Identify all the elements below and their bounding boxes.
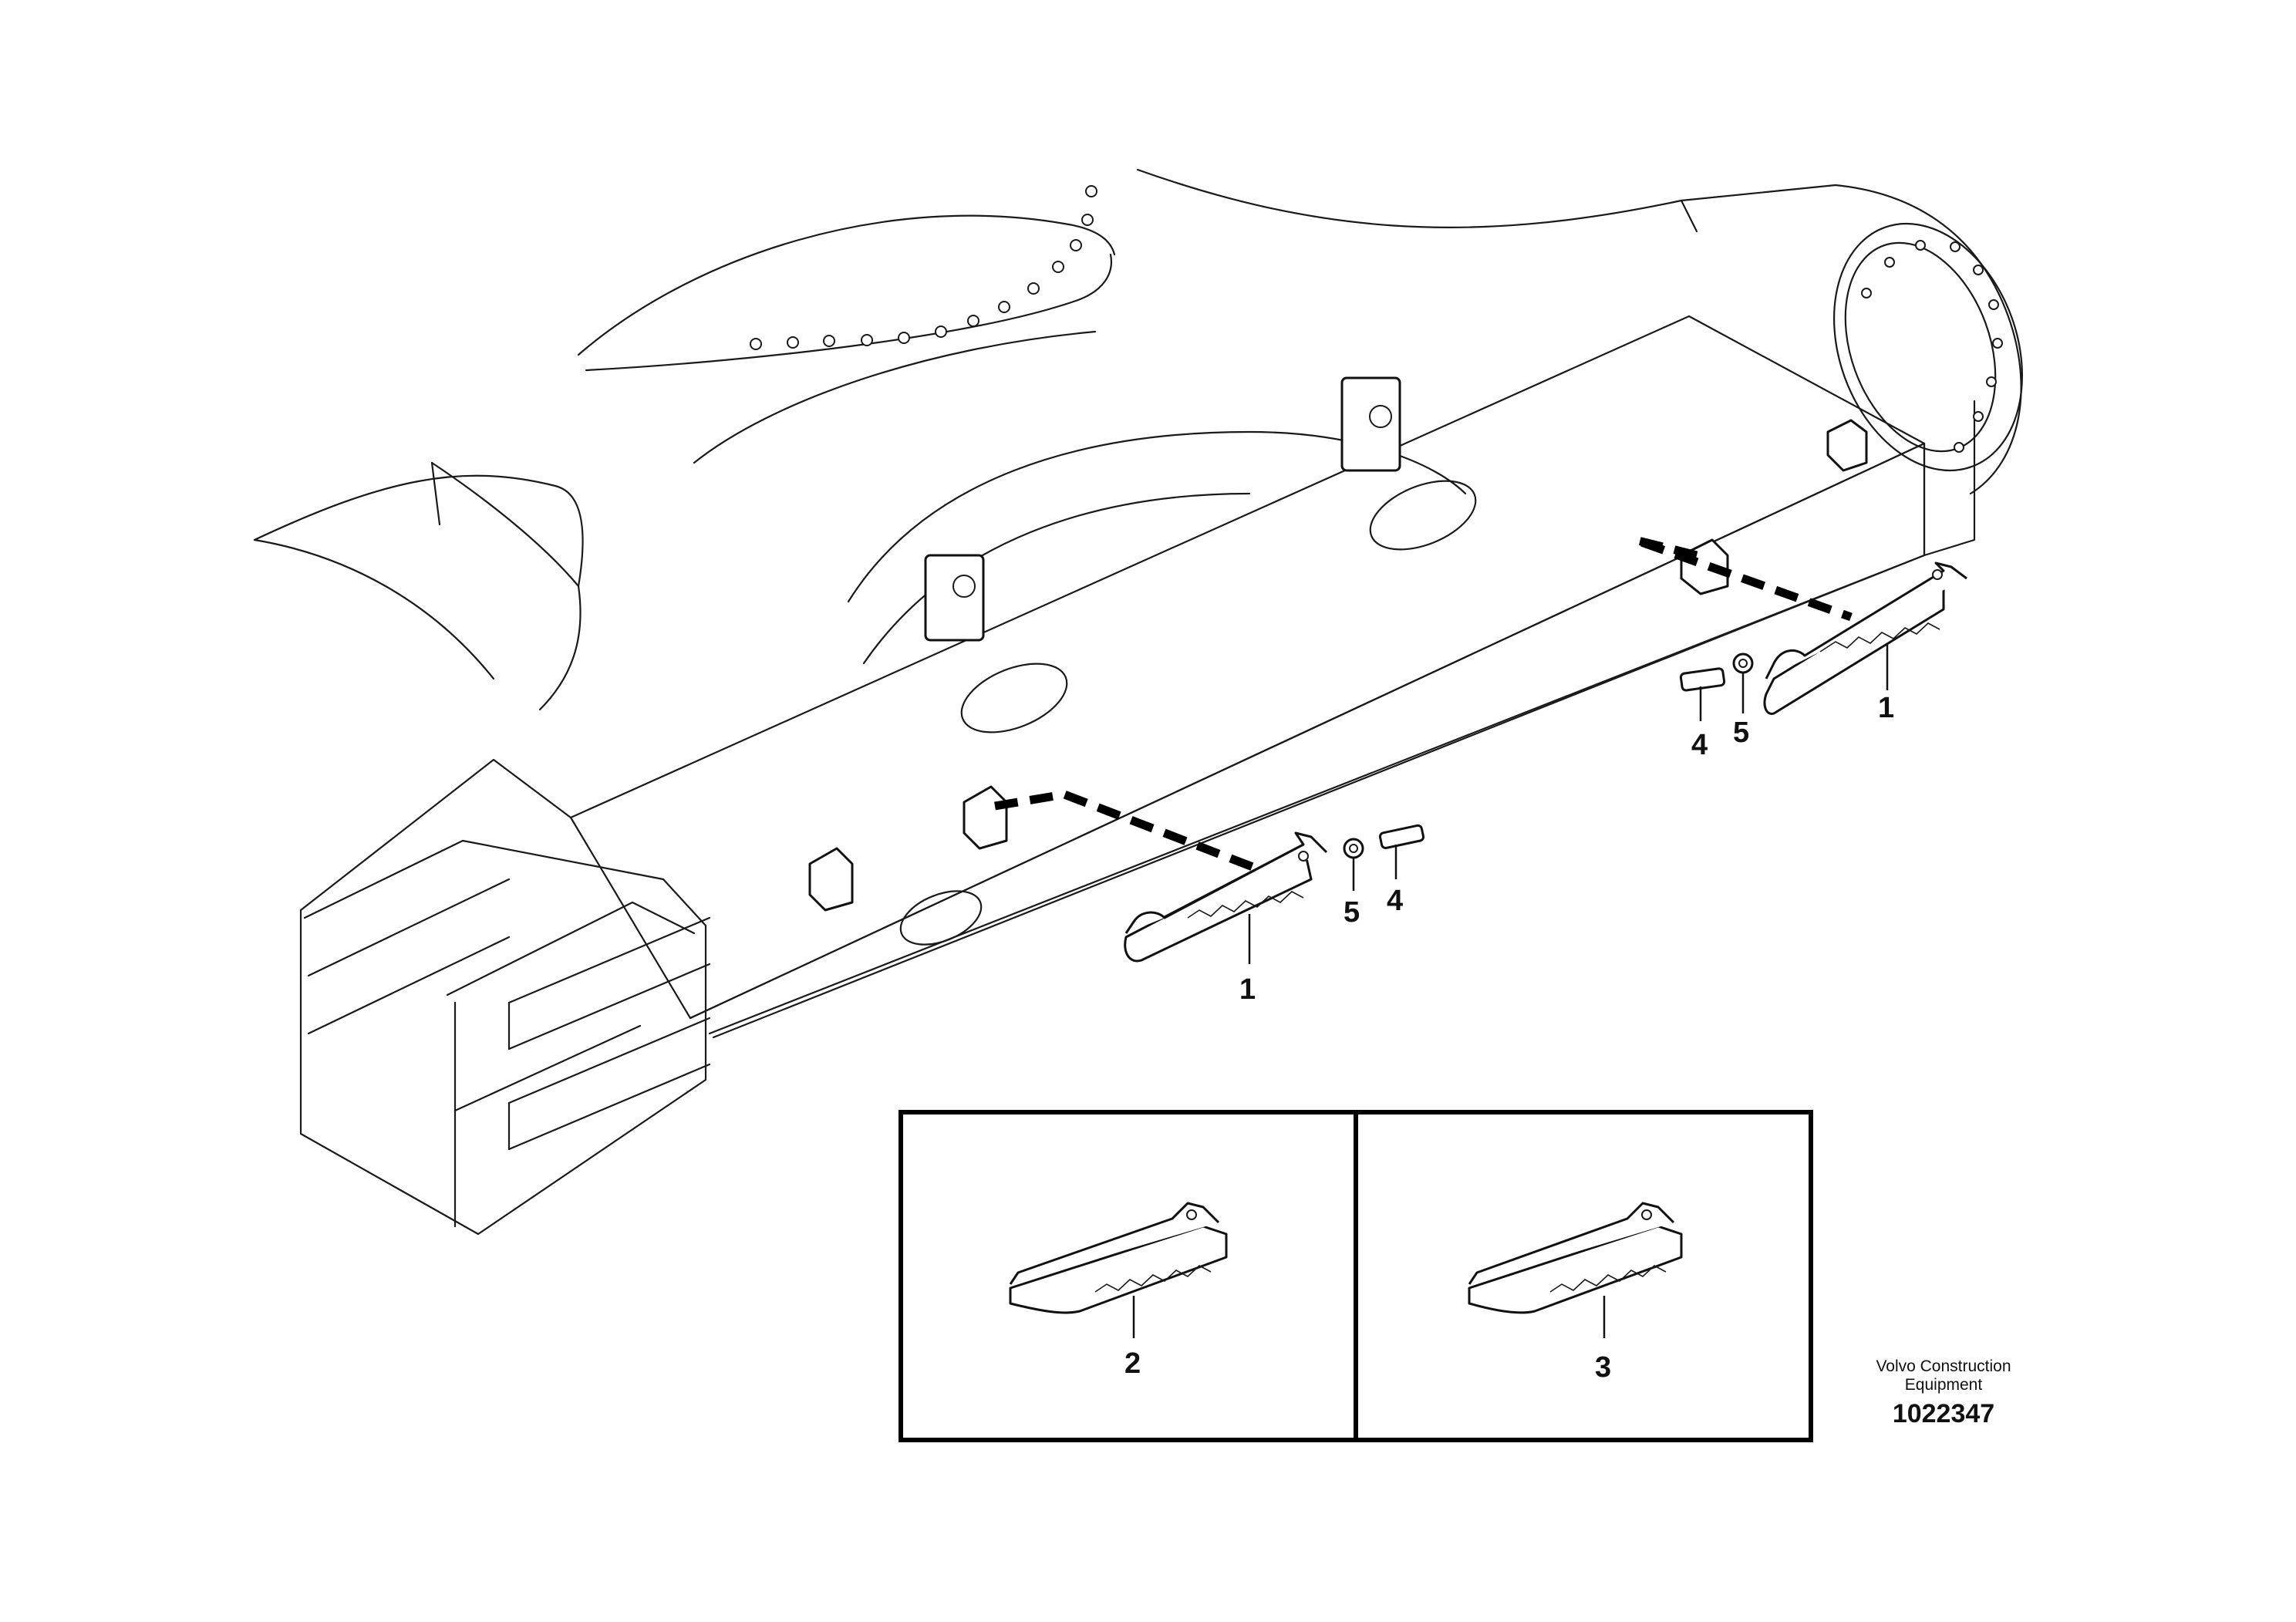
callout-part-5-left: 5 (1344, 896, 1360, 929)
callout-leaders (1248, 644, 1889, 964)
idler-end-ring (1680, 184, 2024, 557)
mount-line-left (994, 790, 1266, 876)
bolt-washer-left (1343, 824, 1425, 859)
callout-part-1-right: 1 (1878, 692, 1894, 724)
callout-part-5-right: 5 (1733, 717, 1749, 749)
step-part-1-right (1763, 561, 1967, 715)
drive-end-mount (299, 758, 711, 1236)
slewing-ring-holes (750, 185, 1097, 350)
callout-part-2: 2 (1124, 1347, 1141, 1380)
beam-lightening-holes (899, 480, 1477, 946)
callout-part-3: 3 (1595, 1351, 1611, 1384)
brand-name-line1: Volvo Construction (1876, 1357, 2011, 1375)
mount-line-right (1633, 535, 1853, 622)
brand-block: Volvo Construction Equipment 1022347 (1851, 1357, 2036, 1429)
detail-inset-part-3 (1354, 1110, 1813, 1442)
callout-part-1-left: 1 (1239, 973, 1256, 1006)
drawing-number: 1022347 (1892, 1399, 1995, 1428)
step-part-1-left (1124, 831, 1328, 963)
bolt-washer-right (1679, 653, 1754, 692)
upper-frame-outline (253, 168, 1698, 711)
detail-inset-part-2 (899, 1110, 1358, 1442)
callout-part-4-right: 4 (1691, 729, 1708, 761)
beam-brackets (808, 376, 1868, 912)
brand-name-line2: Equipment (1904, 1376, 1983, 1394)
callout-part-4-left: 4 (1387, 885, 1403, 917)
